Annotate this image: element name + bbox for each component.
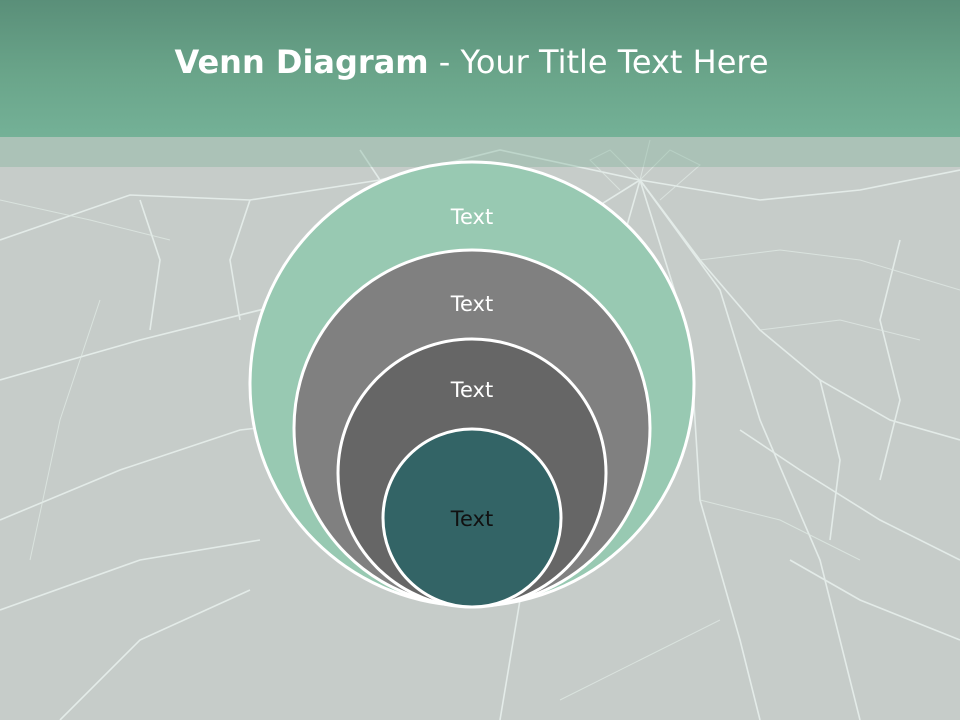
title-regular-part: - Your Title Text Here [428,43,769,81]
venn-label-inner: Text [450,507,494,531]
slide-title: Venn Diagram - Your Title Text Here [0,40,943,84]
venn-label-outer: Text [450,205,494,229]
title-bold-part: Venn Diagram [174,43,429,81]
venn-label-second: Text [450,292,494,316]
venn-label-third: Text [450,378,494,402]
venn-circle-inner[interactable] [381,427,563,609]
title-bar [0,0,960,137]
